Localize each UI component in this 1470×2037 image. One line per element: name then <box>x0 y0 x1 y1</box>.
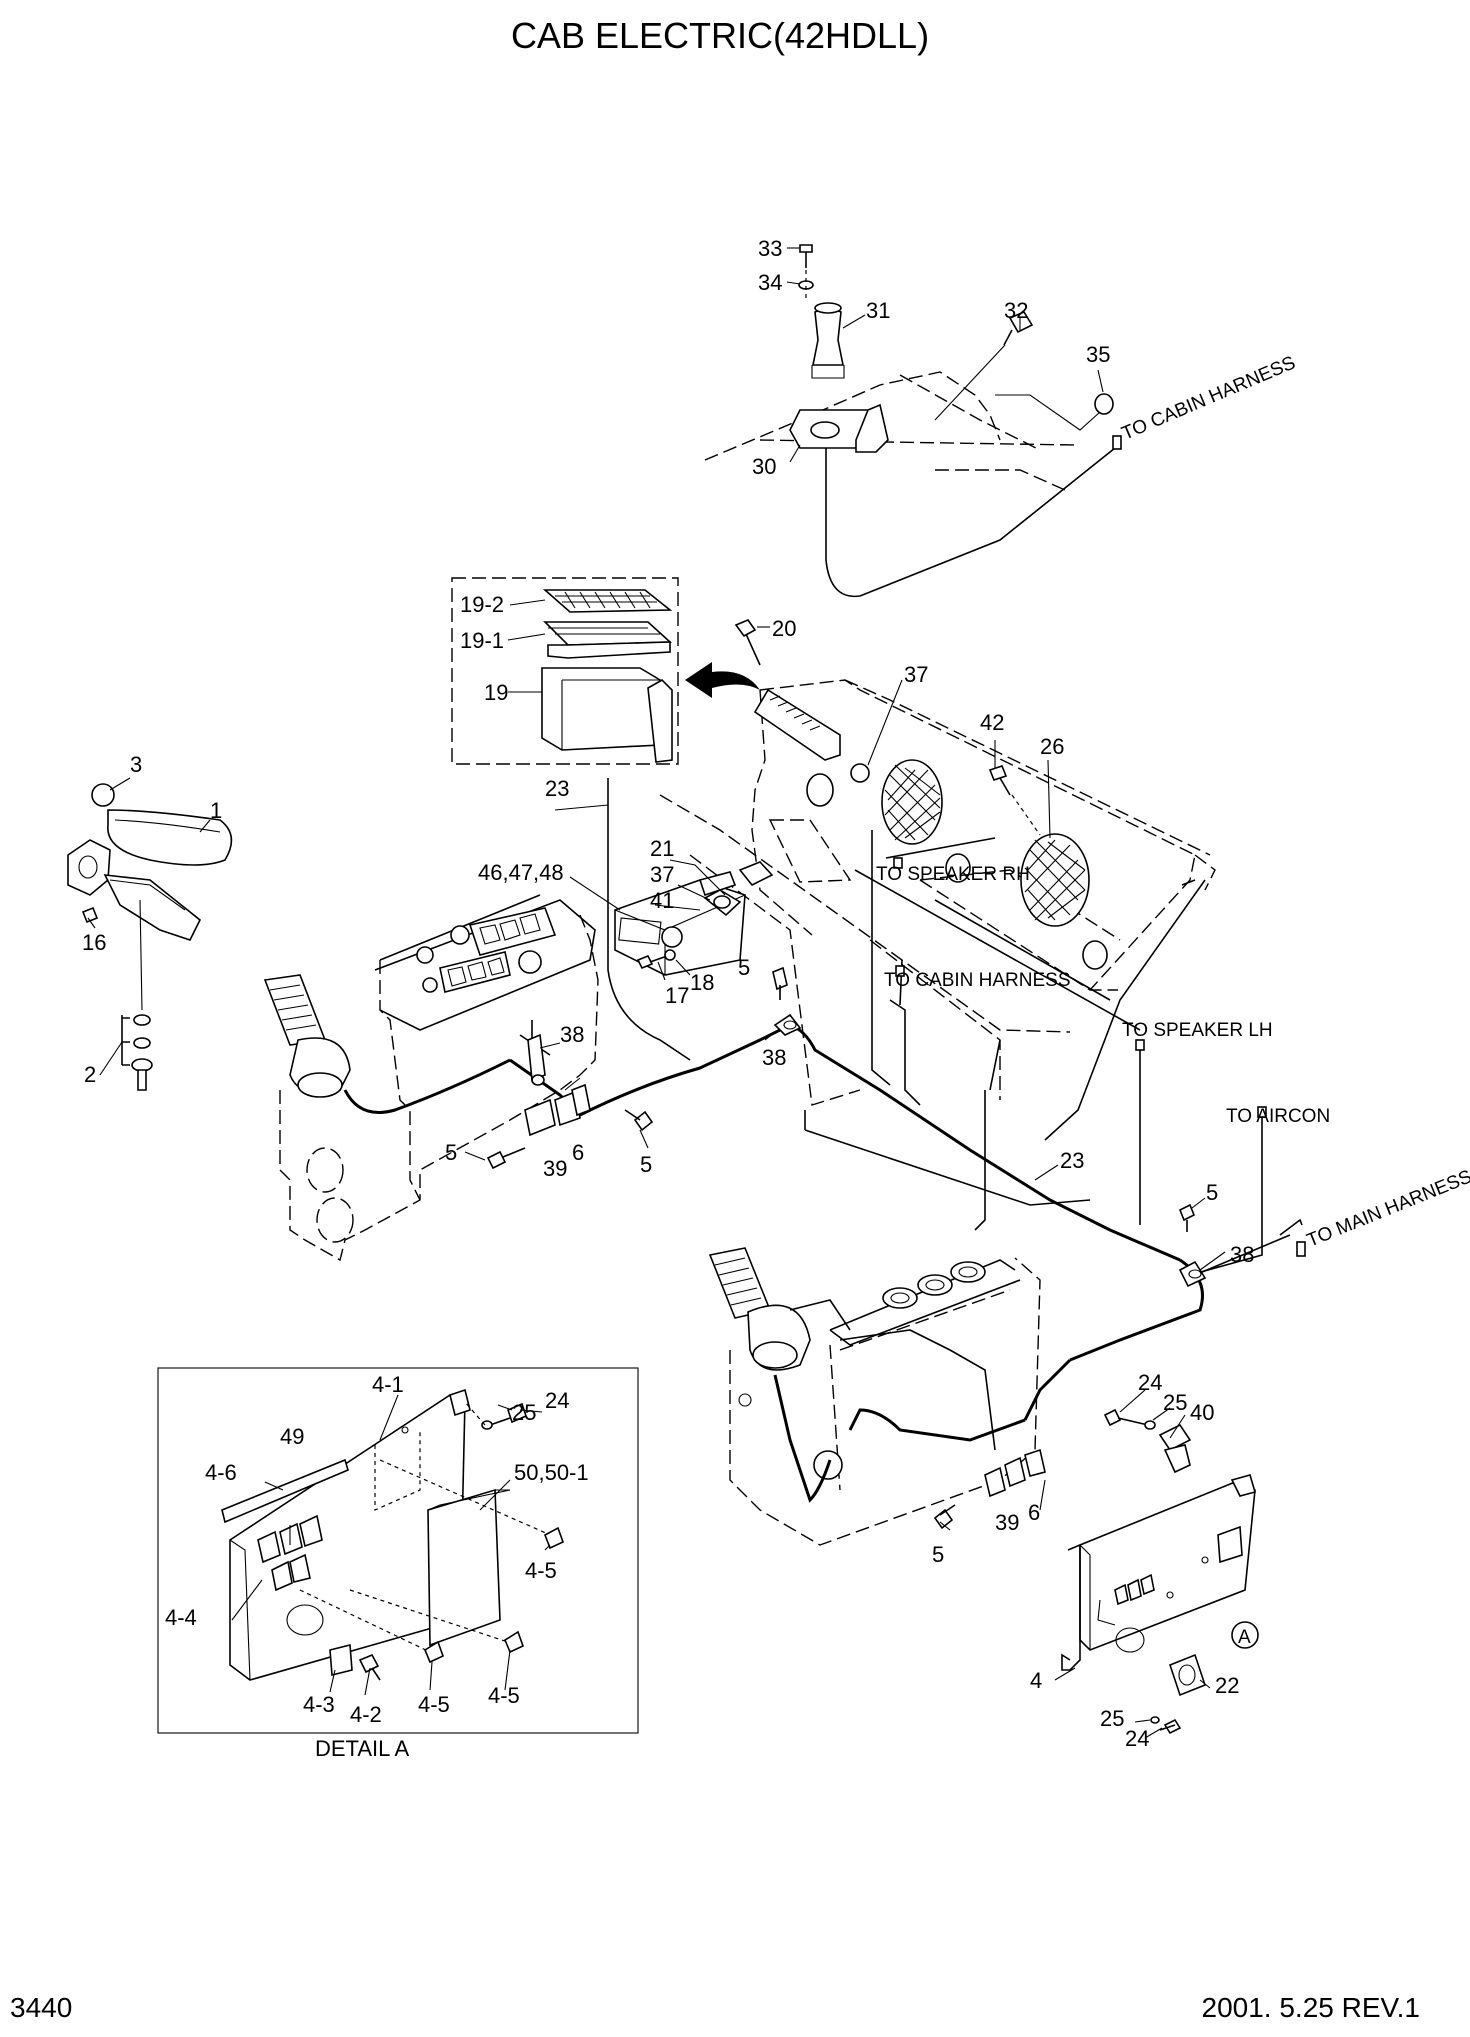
joystick-left <box>263 974 351 1098</box>
label-d-49: 49 <box>280 1424 304 1449</box>
label-d-4-1: 4-1 <box>372 1372 404 1397</box>
label-30: 30 <box>752 454 776 479</box>
label-d-4-4: 4-4 <box>165 1605 197 1630</box>
page-title: CAB ELECTRIC(42HDLL) <box>511 15 929 56</box>
label-39-left: 39 <box>543 1156 567 1181</box>
detail-marker: A <box>1238 1627 1251 1648</box>
label-17: 17 <box>665 983 689 1008</box>
label-19: 19 <box>484 680 508 705</box>
note-to-aircon: TO AIRCON <box>1226 1106 1330 1127</box>
label-23-top: 23 <box>545 776 569 801</box>
label-37-top: 37 <box>904 662 928 687</box>
rh-connectors <box>882 1261 986 1309</box>
transfer-arrow <box>685 662 760 698</box>
note-to-speaker-rh: TO SPEAKER RH <box>876 864 1030 885</box>
label-19-1: 19-1 <box>460 628 504 653</box>
label-18: 18 <box>690 970 714 995</box>
relay-block-right <box>933 1203 1207 1530</box>
label-41: 41 <box>650 888 674 913</box>
label-6-right: 6 <box>1028 1500 1040 1525</box>
label-24-bottom: 24 <box>1125 1726 1149 1751</box>
label-31: 31 <box>866 298 890 323</box>
joystick-right <box>708 1247 851 1371</box>
label-4: 4 <box>1030 1668 1042 1693</box>
label-34: 34 <box>758 270 782 295</box>
label-42: 42 <box>980 710 1004 735</box>
label-38-mid: 38 <box>762 1045 786 1070</box>
label-6-left: 6 <box>572 1140 584 1165</box>
label-5-right: 5 <box>1206 1180 1218 1205</box>
fuse-box-detail <box>451 577 679 765</box>
beacon-assembly <box>704 244 1122 598</box>
label-38-left: 38 <box>560 1022 584 1047</box>
label-25-bottom: 25 <box>1100 1706 1124 1731</box>
label-d-4-6: 4-6 <box>205 1460 237 1485</box>
speaker-grille-rh <box>881 759 943 845</box>
label-5-bottom: 5 <box>932 1542 944 1567</box>
label-33: 33 <box>758 236 782 261</box>
label-2: 2 <box>84 1062 96 1087</box>
note-to-main-harness: TO MAIN HARNESS <box>1304 1166 1470 1251</box>
label-5-left-b: 5 <box>640 1152 652 1177</box>
label-d-50: 50,50-1 <box>514 1460 589 1485</box>
label-46-47-48: 46,47,48 <box>478 860 564 885</box>
switch-panel <box>416 907 557 993</box>
label-d-24: 24 <box>545 1388 569 1413</box>
label-5-left: 5 <box>445 1140 457 1165</box>
label-20: 20 <box>772 616 796 641</box>
detail-caption: DETAIL A <box>315 1736 409 1761</box>
clip-assembly <box>703 861 774 917</box>
leader-lines <box>87 247 1226 1739</box>
label-d-4-5a: 4-5 <box>525 1558 557 1583</box>
label-d-25: 25 <box>512 1400 536 1425</box>
rear-cab-panel <box>734 619 1216 1141</box>
note-to-cabin-harness-mid: TO CABIN HARNESS <box>884 970 1071 991</box>
note-to-speaker-lh: TO SPEAKER LH <box>1122 1020 1273 1041</box>
label-16: 16 <box>82 930 106 955</box>
label-d-4-2: 4-2 <box>350 1702 382 1727</box>
page-number: 3440 <box>10 1992 72 2023</box>
left-console <box>263 894 599 1262</box>
bracket-40 <box>1103 1408 1192 1474</box>
label-32: 32 <box>1004 298 1028 323</box>
label-d-4-3: 4-3 <box>303 1692 335 1717</box>
label-22: 22 <box>1215 1673 1239 1698</box>
label-39-right: 39 <box>995 1510 1019 1535</box>
grab-handle-parts <box>67 783 233 1091</box>
right-console <box>708 1247 1041 1546</box>
label-23-right: 23 <box>1060 1148 1084 1173</box>
revision-date: 2001. 5.25 REV.1 <box>1202 1992 1420 2023</box>
detail-a-box <box>157 1367 639 1734</box>
bracket-4 <box>1061 1474 1259 1735</box>
label-d-4-5b: 4-5 <box>418 1692 450 1717</box>
label-3: 3 <box>130 752 142 777</box>
part-labels: 33 34 31 32 35 30 19-2 19-1 19 20 37 42 … <box>82 236 1254 1761</box>
label-37-mid: 37 <box>650 862 674 887</box>
label-d-4-5c: 4-5 <box>488 1683 520 1708</box>
note-to-cabin-harness-top: TO CABIN HARNESS <box>1119 352 1299 444</box>
label-24-right: 24 <box>1138 1370 1162 1395</box>
label-38-right: 38 <box>1230 1242 1254 1267</box>
label-40: 40 <box>1190 1400 1214 1425</box>
harness-notes: TO CABIN HARNESS TO SPEAKER RH TO CABIN … <box>876 352 1470 1251</box>
label-19-2: 19-2 <box>460 592 504 617</box>
label-5-radio: 5 <box>738 955 750 980</box>
label-1: 1 <box>210 798 222 823</box>
label-35: 35 <box>1086 342 1110 367</box>
label-21: 21 <box>650 836 674 861</box>
speaker-grille-lh <box>1020 833 1090 927</box>
label-25-right: 25 <box>1163 1390 1187 1415</box>
radio <box>614 871 746 976</box>
relay-block-left <box>486 966 802 1170</box>
label-26: 26 <box>1040 734 1064 759</box>
